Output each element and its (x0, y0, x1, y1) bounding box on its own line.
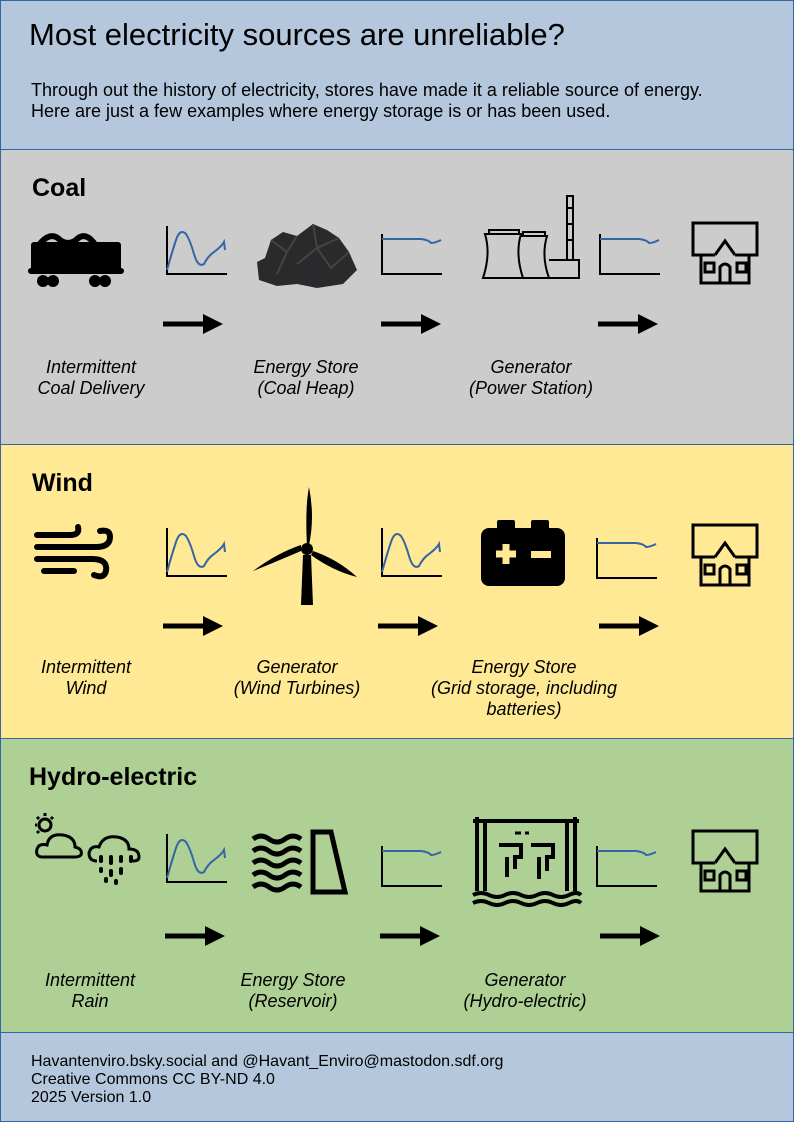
intro-line: Here are just a few examples where energ… (31, 101, 611, 121)
section-title: Coal (32, 174, 87, 202)
label-generator-power-station: Generator(Power Station) (468, 357, 594, 398)
footer-line: 2025 Version 1.0 (31, 1089, 152, 1106)
label-energy-store-reservoir: Energy Store(Reservoir) (240, 970, 346, 1011)
label-generator-hydro-electric: Generator(Hydro-electric) (463, 970, 587, 1011)
footer: Havantenviro.bsky.social and @Havant_Env… (0, 1032, 794, 1122)
battery-icon (481, 520, 565, 586)
footer-line: Creative Commons CC BY-ND 4.0 (31, 1071, 275, 1088)
label-generator-wind-turbines: Generator(Wind Turbines) (233, 657, 361, 698)
hydro-dam-icon (472, 817, 583, 907)
page-title: Most electricity sources are unreliable? (29, 17, 565, 52)
footer-credits: Havantenviro.bsky.social and @Havant_Env… (31, 1053, 503, 1107)
intro-line: Through out the history of electricity, … (31, 80, 703, 100)
header: Most electricity sources are unreliable?… (0, 0, 794, 150)
label-energy-store-coal-heap: Energy Store(Coal Heap) (253, 357, 359, 398)
power-station-icon (481, 195, 580, 279)
wind-icon (34, 524, 114, 580)
rain-cloud-icon (87, 835, 141, 885)
coal-heap-icon (257, 223, 357, 288)
reservoir-dam-icon (251, 829, 349, 895)
footer-line: Havantenviro.bsky.social and @Havant_Env… (31, 1053, 504, 1070)
section-title: Wind (32, 469, 93, 497)
coal-wagon-icon (28, 233, 124, 287)
section-title: Hydro-electric (29, 763, 198, 791)
sun-cloud-icon (35, 813, 83, 859)
wind-turbine-icon (253, 487, 357, 605)
intro-text: Through out the history of electricity, … (31, 80, 703, 122)
